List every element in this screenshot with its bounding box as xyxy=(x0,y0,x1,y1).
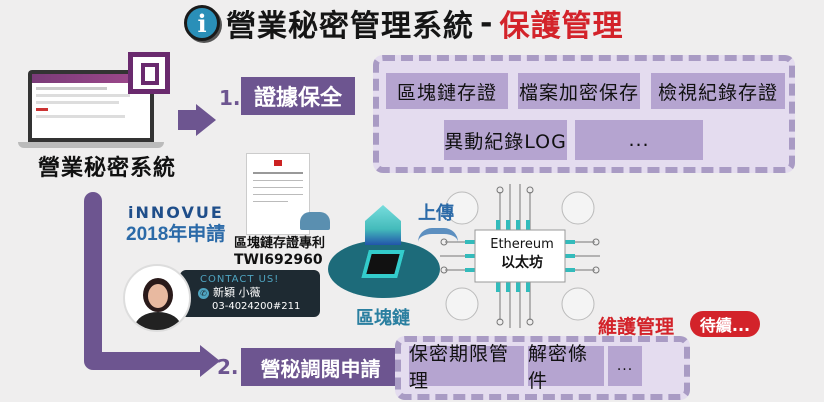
title-highlight: 保護管理 xyxy=(499,9,624,44)
system-logo xyxy=(128,52,170,94)
circuit-icon xyxy=(440,184,600,328)
system-label: 營業秘密系統 xyxy=(38,156,177,181)
connector-line-h xyxy=(84,352,204,370)
item-view-log-proof: 檢視紀錄存證 xyxy=(651,73,785,109)
step2-label: 營秘調閱申請 xyxy=(241,348,400,386)
step1-label: 證據保全 xyxy=(241,77,355,115)
ethereum-en: Ethereum xyxy=(490,237,554,252)
step2-number: 2. xyxy=(217,355,239,379)
to-be-continued-badge: 待續... xyxy=(690,311,760,337)
upload-arrow-icon xyxy=(418,228,458,242)
item-declassification: 解密條件 xyxy=(528,343,604,392)
contact-card: CONTACT US! ✆ 新穎 小薇 03-4024200#211 xyxy=(180,270,320,317)
info-icon: i xyxy=(184,5,220,41)
phone-icon: ✆ xyxy=(198,287,209,299)
upload-label: 上傳 xyxy=(418,203,454,224)
chip-icon xyxy=(361,250,405,278)
item-blockchain-proof: 區塊鏈存證 xyxy=(386,73,508,109)
contact-phone[interactable]: 03-4024200#211 xyxy=(212,301,301,312)
laptop-base xyxy=(18,142,164,148)
item-confidentiality-period: 保密期限管理 xyxy=(409,343,524,392)
arrow-head-step2 xyxy=(200,345,220,377)
ethereum-zh: 以太坊 xyxy=(501,255,543,271)
item-file-encryption: 檔案加密保存 xyxy=(518,73,640,109)
arrow-to-step1 xyxy=(178,110,198,130)
item-change-log: 異動紀錄LOG xyxy=(444,120,567,160)
cubes-icon xyxy=(365,205,401,245)
title-prefix: 營業秘密管理系統 xyxy=(226,9,474,44)
patent-title: 區塊鏈存證專利 xyxy=(234,236,326,251)
connector-line xyxy=(84,192,102,357)
arrow-head-step1 xyxy=(196,104,216,136)
item-more-2: ... xyxy=(608,346,642,386)
contact-heading: CONTACT US! xyxy=(200,274,280,285)
maintenance-label: 維護管理 xyxy=(598,316,675,338)
step1-number: 1. xyxy=(219,86,241,110)
contact-avatar xyxy=(123,264,191,332)
cloud-lock-icon xyxy=(300,212,330,230)
innovue-year: 2018年申請 xyxy=(126,224,226,245)
innovue-brand: iNNOVUE xyxy=(128,203,224,222)
patent-number: TWI692960 xyxy=(234,252,323,268)
patent-document xyxy=(246,153,310,235)
blockchain-label: 區塊鏈 xyxy=(356,308,410,329)
title-separator: - xyxy=(480,5,494,41)
contact-name: 新穎 小薇 xyxy=(213,286,261,299)
page-title: i 營業秘密管理系統-保護管理 xyxy=(184,4,624,44)
item-more: ... xyxy=(575,120,703,160)
